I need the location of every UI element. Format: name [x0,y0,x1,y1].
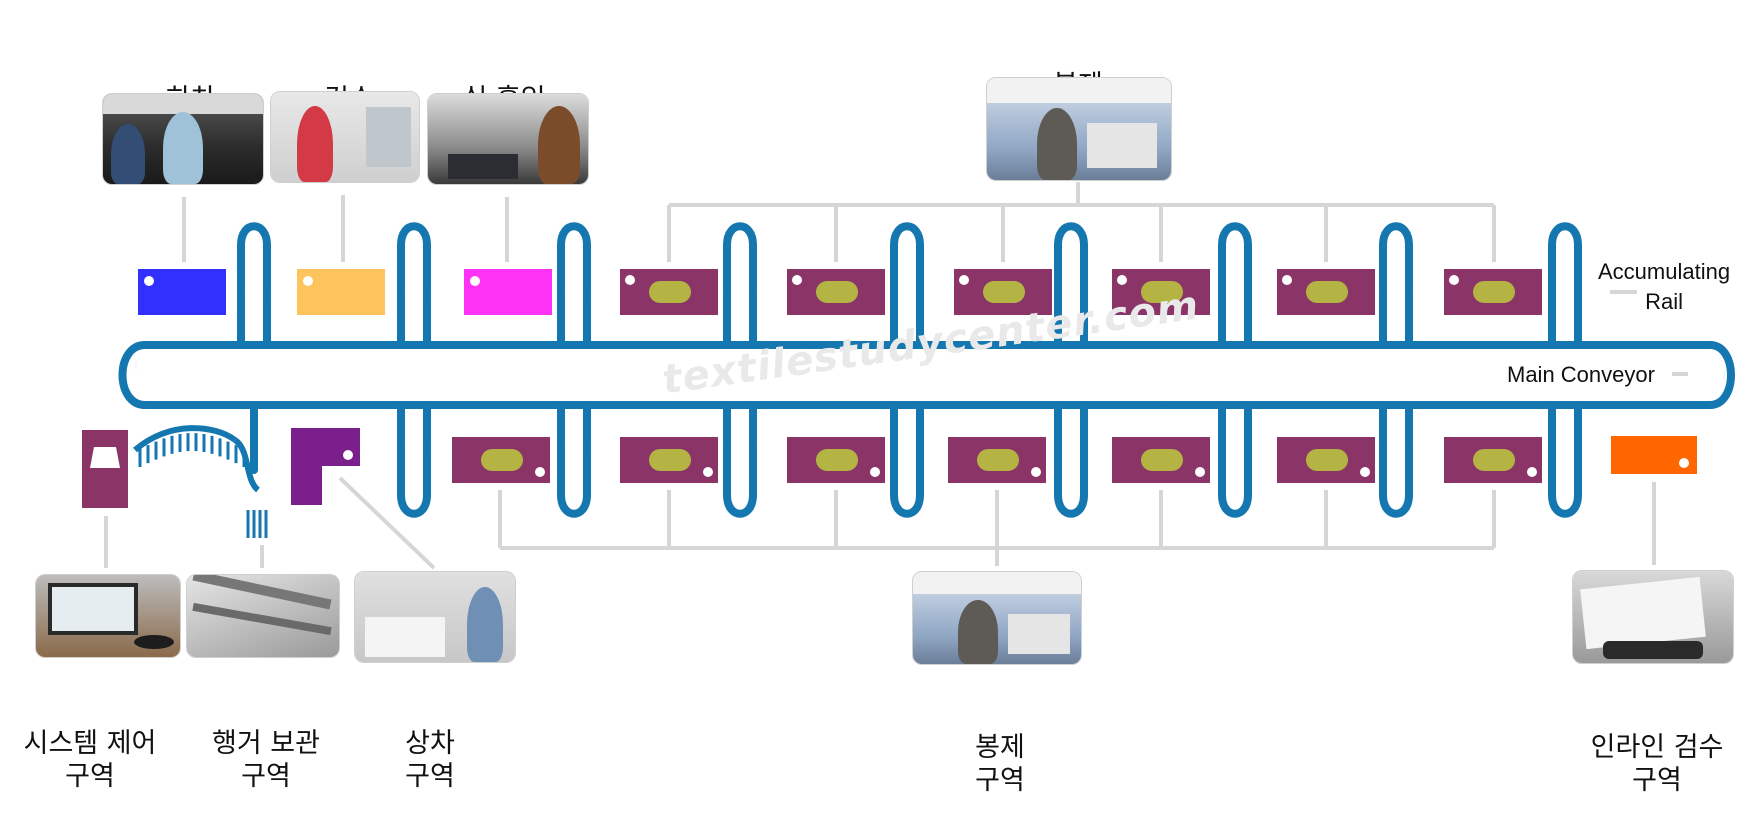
sewing-station-pill-bottom-6 [1473,449,1515,471]
photo-unloading [102,93,264,185]
main-conveyor-track [118,341,1735,409]
station-unloading-dot [144,276,154,286]
stations [82,269,1697,508]
sewing-station-pill-bottom-5 [1306,449,1348,471]
top-loop-8 [1548,222,1582,349]
photo-inspection [270,91,420,183]
sewing-station-dot-bottom-0 [535,467,545,477]
station-loading-dot [343,450,353,460]
sewing-station-dot-bottom-5 [1360,467,1370,477]
photo-sewing-bottom [912,571,1082,665]
sewing-station-dot-top-2 [959,275,969,285]
flow-arrows [135,287,1725,453]
sewing-station-pill-top-3 [1141,281,1183,303]
bottom-loop-2 [723,401,757,518]
sewing-station-dot-top-4 [1282,275,1292,285]
hanger-comb [138,433,268,538]
station-thread-suction-dot [470,276,480,286]
bottom-loop-4 [1054,401,1088,518]
bottom-loop-6 [1379,401,1413,518]
station-inline-inspection [1611,436,1697,474]
sewing-station-dot-bottom-1 [703,467,713,477]
sewing-station-pill-top-0 [649,281,691,303]
sewing-station-dot-bottom-2 [870,467,880,477]
hanger-storage-rack [133,425,261,493]
accumulating-loops [237,222,1582,518]
station-inspection [297,269,385,315]
sewing-station-pill-bottom-2 [816,449,858,471]
station-system-control [82,430,128,508]
sewing-station-pill-top-1 [816,281,858,303]
top-loop-7 [1379,222,1413,349]
sewing-station-pill-top-4 [1306,281,1348,303]
main-conveyor-label: Main Conveyor [1507,362,1655,387]
bottom-loop-0 [397,401,431,518]
top-loop-3 [723,222,757,349]
station-inspection-dot [303,276,313,286]
sewing-station-dot-top-0 [625,275,635,285]
bottom-loop-3 [890,401,924,518]
sewing-station-dot-top-1 [792,275,802,285]
top-loop-1 [397,222,431,349]
top-loop-5 [1054,222,1088,349]
top-loop-2 [557,222,591,349]
sewing-station-dot-top-3 [1117,275,1127,285]
top-loop-0 [237,222,271,349]
station-inline-inspection-dot [1679,458,1689,468]
sewing-station-pill-top-2 [983,281,1025,303]
station-thread-suction [464,269,552,315]
sewing-station-pill-bottom-0 [481,449,523,471]
bottom-loop-1 [557,401,591,518]
photo-inline-inspection [1572,570,1734,664]
sewing-station-pill-top-5 [1473,281,1515,303]
photo-thread-suction [427,93,589,185]
sewing-station-dot-bottom-6 [1527,467,1537,477]
sewing-station-pill-bottom-1 [649,449,691,471]
station-unloading [138,269,226,315]
top-loop-4 [890,222,924,349]
system-control-icon [90,447,120,468]
connector-lines [104,182,1688,570]
connector-22 [338,476,436,570]
sewing-station-pill-bottom-3 [977,449,1019,471]
sewing-station-dot-bottom-3 [1031,467,1041,477]
photo-system-control [35,574,181,658]
photo-hanger-storage [186,574,340,658]
photo-loading [354,571,516,663]
conveyor-system-diagram [82,182,1735,570]
sewing-station-dot-bottom-4 [1195,467,1205,477]
top-loop-6 [1218,222,1252,349]
sewing-station-dot-top-5 [1449,275,1459,285]
sewing-station-pill-bottom-4 [1141,449,1183,471]
bottom-loop-5 [1218,401,1252,518]
bottom-loop-7 [1548,401,1582,518]
station-loading [291,428,360,505]
photo-sewing-top [986,77,1172,181]
